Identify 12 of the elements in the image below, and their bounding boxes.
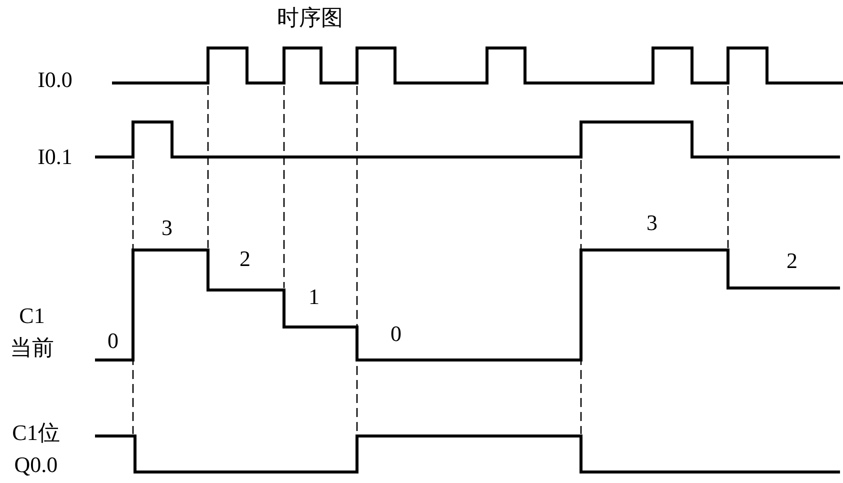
signal-name: C1 当前 [9,302,55,362]
value-label: 3 [162,214,172,242]
value-label: 3 [646,209,658,237]
value-label: 0 [390,320,402,348]
signal-name: C1位 Q0.0 [11,419,61,479]
value-label: 2 [786,247,798,275]
title: 时序图 [277,4,343,32]
value-label: 1 [308,283,320,311]
signal-name: I0.0 [38,66,72,94]
value-label: 0 [108,327,118,355]
value-label: 2 [240,245,250,273]
signal-name: I0.1 [38,143,72,171]
